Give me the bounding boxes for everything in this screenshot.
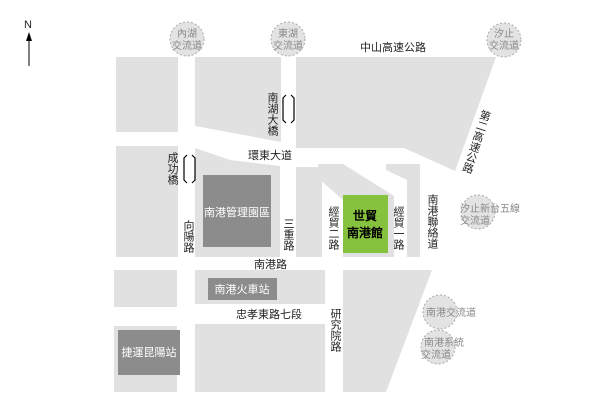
interchange-xizhi[interactable]: 汐止 交流道 [486, 22, 522, 58]
interchange-donghu-line2: 交流道 [273, 39, 303, 52]
north-label: N [24, 19, 32, 31]
venue-line2: 南港館 [347, 225, 383, 240]
road-yanjiuyuan: 研究院路 [329, 308, 342, 353]
interchange-xizhi-xintai[interactable]: 汐止新台五線 交流道 [460, 194, 520, 230]
north-arrow-icon [26, 32, 32, 41]
block-nw [116, 57, 178, 132]
nangang-park-building[interactable]: 南港管理園區 [203, 175, 271, 247]
block-zhongshan-east [296, 57, 496, 171]
interchange-nangang-line1: 南港交流道 [426, 306, 476, 319]
interchange-xizhi-xintai-line2: 交流道 [460, 214, 490, 227]
block-se [343, 270, 432, 392]
block-west-mid [116, 146, 178, 257]
interchange-xizhi-xintai-line1: 汐止新台五線 [460, 202, 520, 215]
interchange-nangang-system-line1: 南港系統 [424, 336, 464, 349]
road-nangang: 南港路 [254, 258, 287, 271]
interchange-neihu-line2: 交流道 [172, 39, 202, 52]
block-south-mid [195, 324, 325, 392]
block-jingmao1-east [386, 164, 420, 257]
venue-line1: 世貿 [353, 208, 377, 223]
nanhu-bridge-bracket [282, 94, 295, 124]
road-chenggong-bridge: 成功橋 [166, 152, 179, 186]
road-nanhu-bridge: 南湖大橋 [266, 92, 279, 137]
road-huandong: 環東大道 [248, 148, 292, 162]
road-jingmao2: 經貿二路 [327, 205, 340, 251]
venue-building[interactable]: 世貿 南港館 [343, 195, 388, 253]
interchange-nangang-system-line2: 交流道 [421, 348, 451, 361]
nangang-park-label: 南港管理園區 [204, 205, 270, 219]
interchange-nangang-system[interactable]: 南港系統 交流道 [420, 329, 464, 365]
block-sanchong-east [296, 167, 322, 257]
road-zhongshan-highway: 中山高速公路 [360, 40, 426, 54]
interchange-donghu[interactable]: 東湖 交流道 [270, 21, 306, 57]
nangang-station-building[interactable]: 南港火車站 [208, 278, 277, 300]
road-zhongxiao: 忠孝東路七段 [236, 307, 302, 321]
block-sw-small [114, 270, 177, 307]
kunyang-station-label: 捷運昆陽站 [122, 345, 177, 359]
north-arrow: N [24, 19, 32, 66]
road-xiangyang: 向陽路 [182, 219, 195, 254]
kunyang-station-building[interactable]: 捷運昆陽站 [118, 330, 180, 375]
road-sanchong: 三重路 [282, 218, 295, 252]
interchange-neihu[interactable]: 內湖 交流道 [169, 21, 205, 57]
interchange-xizhi-line2: 交流道 [489, 39, 519, 52]
interchange-neihu-line1: 內湖 [177, 28, 197, 40]
nangang-station-label: 南港火車站 [215, 282, 270, 296]
block-nangang-bridge-north [195, 57, 281, 142]
road-nangang-link: 南港聯絡道 [426, 194, 439, 249]
road-jingmao1: 經貿一路 [392, 205, 405, 251]
interchange-xizhi-line1: 汐止 [494, 27, 514, 40]
chenggong-bridge-bracket [183, 154, 196, 184]
interchange-nangang[interactable]: 南港交流道 [422, 294, 476, 330]
interchange-donghu-line1: 東湖 [278, 27, 298, 40]
